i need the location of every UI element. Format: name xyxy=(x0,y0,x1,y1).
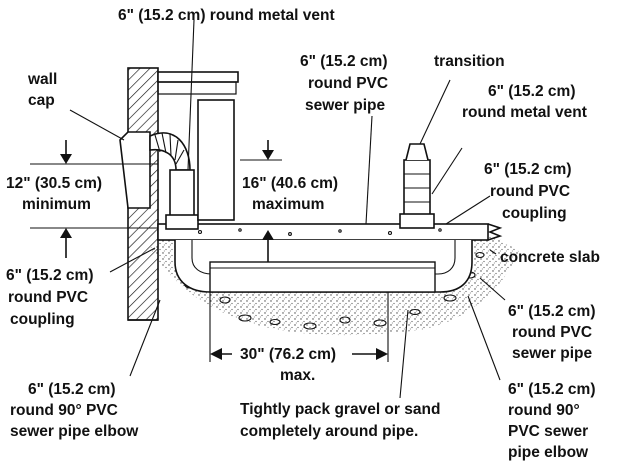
label-right-sewer-1: 6" (15.2 cm) xyxy=(508,303,595,320)
label-right-coupling-2: round PVC xyxy=(490,183,570,200)
label-right-vent-1: 6" (15.2 cm) xyxy=(488,83,575,100)
label-right-coupling-3: coupling xyxy=(502,205,567,222)
duct-stack xyxy=(197,99,235,221)
label-top-vent: 6" (15.2 cm) round metal vent xyxy=(118,7,335,24)
label-max-2: maximum xyxy=(252,196,324,213)
label-left-elbow-3: sewer pipe elbow xyxy=(10,423,139,440)
dimension-12in xyxy=(30,140,158,258)
label-pvc-pipe-top-3: sewer pipe xyxy=(305,97,385,114)
label-wall-cap-2: cap xyxy=(28,92,55,109)
label-right-vent-2: round metal vent xyxy=(462,104,587,121)
leader-lines xyxy=(69,79,506,399)
label-right-coupling-1: 6" (15.2 cm) xyxy=(484,161,571,178)
label-gravel-1: Tightly pack gravel or sand xyxy=(240,401,440,418)
label-min-2: minimum xyxy=(22,196,91,213)
label-pvc-pipe-top-2: round PVC xyxy=(308,75,388,92)
label-right-elbow-1: 6" (15.2 cm) xyxy=(508,381,595,398)
right-vent xyxy=(399,143,435,229)
concrete-slab xyxy=(157,223,503,241)
label-right-elbow-3: PVC sewer xyxy=(508,423,588,440)
dimension-30in xyxy=(209,292,389,362)
left-vertical-pipe xyxy=(165,19,199,230)
label-gravel-2: completely around pipe. xyxy=(240,423,418,440)
label-left-coupling-3: coupling xyxy=(10,311,75,328)
horizontal-sewer-pipe xyxy=(174,240,473,293)
label-left-coupling-2: round PVC xyxy=(8,289,88,306)
label-left-elbow-1: 6" (15.2 cm) xyxy=(28,381,115,398)
dimension-16in xyxy=(240,140,282,262)
label-transition: transition xyxy=(434,53,505,70)
label-width-2: max. xyxy=(280,367,315,384)
label-right-sewer-3: sewer pipe xyxy=(512,345,592,362)
label-concrete-slab: concrete slab xyxy=(500,249,600,266)
label-right-sewer-2: round PVC xyxy=(512,324,592,341)
label-max-1: 16" (40.6 cm) xyxy=(242,175,338,192)
label-left-coupling-1: 6" (15.2 cm) xyxy=(6,267,93,284)
labels: 6" (15.2 cm) round metal vent wall cap 6… xyxy=(6,7,600,461)
label-pvc-pipe-top-1: 6" (15.2 cm) xyxy=(300,53,387,70)
floor-above xyxy=(157,71,239,95)
label-wall-cap-1: wall xyxy=(27,71,57,88)
label-width-1: 30" (76.2 cm) xyxy=(240,346,336,363)
label-min-1: 12" (30.5 cm) xyxy=(6,175,102,192)
label-left-elbow-2: round 90° PVC xyxy=(10,402,118,419)
label-right-elbow-4: pipe elbow xyxy=(508,444,589,461)
label-right-elbow-2: round 90° xyxy=(508,402,580,419)
